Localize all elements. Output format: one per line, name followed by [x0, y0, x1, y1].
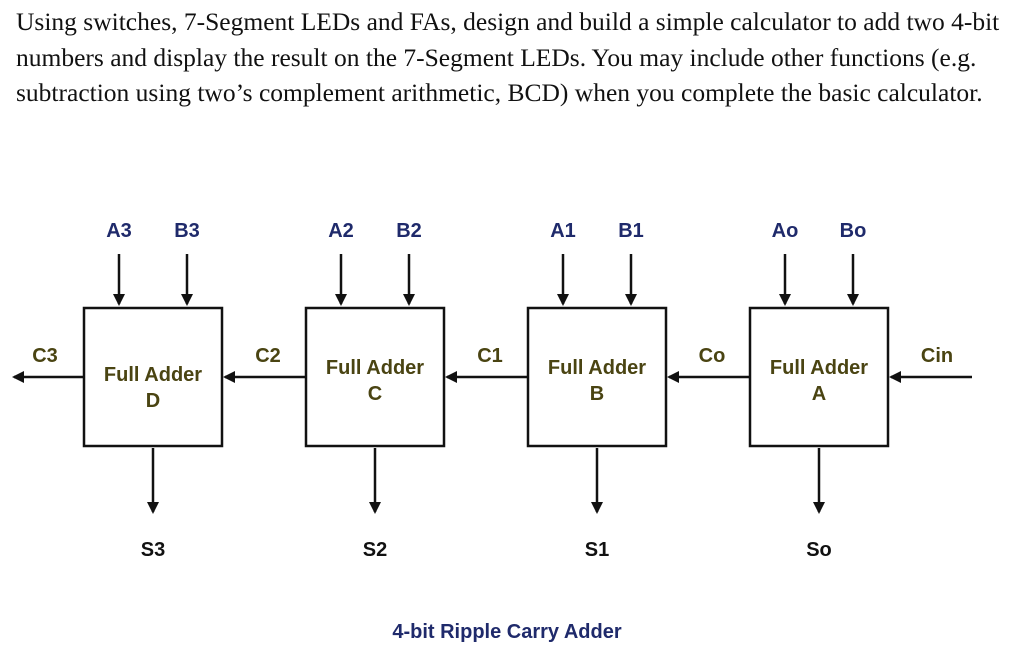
full-adder-label: Full Adder — [104, 364, 202, 386]
full-adder-box — [748, 306, 890, 448]
input-label-a: A1 — [550, 220, 576, 242]
input-label-a: A3 — [106, 220, 132, 242]
full-adder-box — [82, 306, 224, 448]
carry-label: C1 — [477, 345, 503, 367]
input-label-a: A2 — [328, 220, 354, 242]
carry-in-label: Cin — [921, 345, 953, 367]
sum-label: S2 — [363, 539, 387, 561]
full-adder-label: Full Adder — [548, 357, 646, 379]
diagram-caption: 4-bit Ripple Carry Adder — [392, 621, 622, 643]
carry-label: C3 — [32, 345, 58, 367]
full-adder-box — [304, 306, 446, 448]
input-label-b: B3 — [174, 220, 200, 242]
problem-statement: Using switches, 7-Segment LEDs and FAs, … — [16, 7, 1000, 107]
full-adder-label: Full Adder — [326, 357, 424, 379]
full-adder-label: Full Adder — [770, 357, 868, 379]
input-label-b: B1 — [618, 220, 644, 242]
sum-label: S3 — [141, 539, 165, 561]
sum-label: S1 — [585, 539, 609, 561]
sum-label: So — [806, 539, 832, 561]
full-adder-id: A — [812, 383, 826, 405]
full-adder-id: B — [590, 383, 604, 405]
carry-label: Co — [699, 345, 726, 367]
full-adder-id: C — [368, 383, 382, 405]
carry-label: C2 — [255, 345, 281, 367]
input-label-b: Bo — [840, 220, 867, 242]
input-label-a: Ao — [772, 220, 799, 242]
input-label-b: B2 — [396, 220, 422, 242]
full-adder-id: D — [146, 390, 160, 412]
